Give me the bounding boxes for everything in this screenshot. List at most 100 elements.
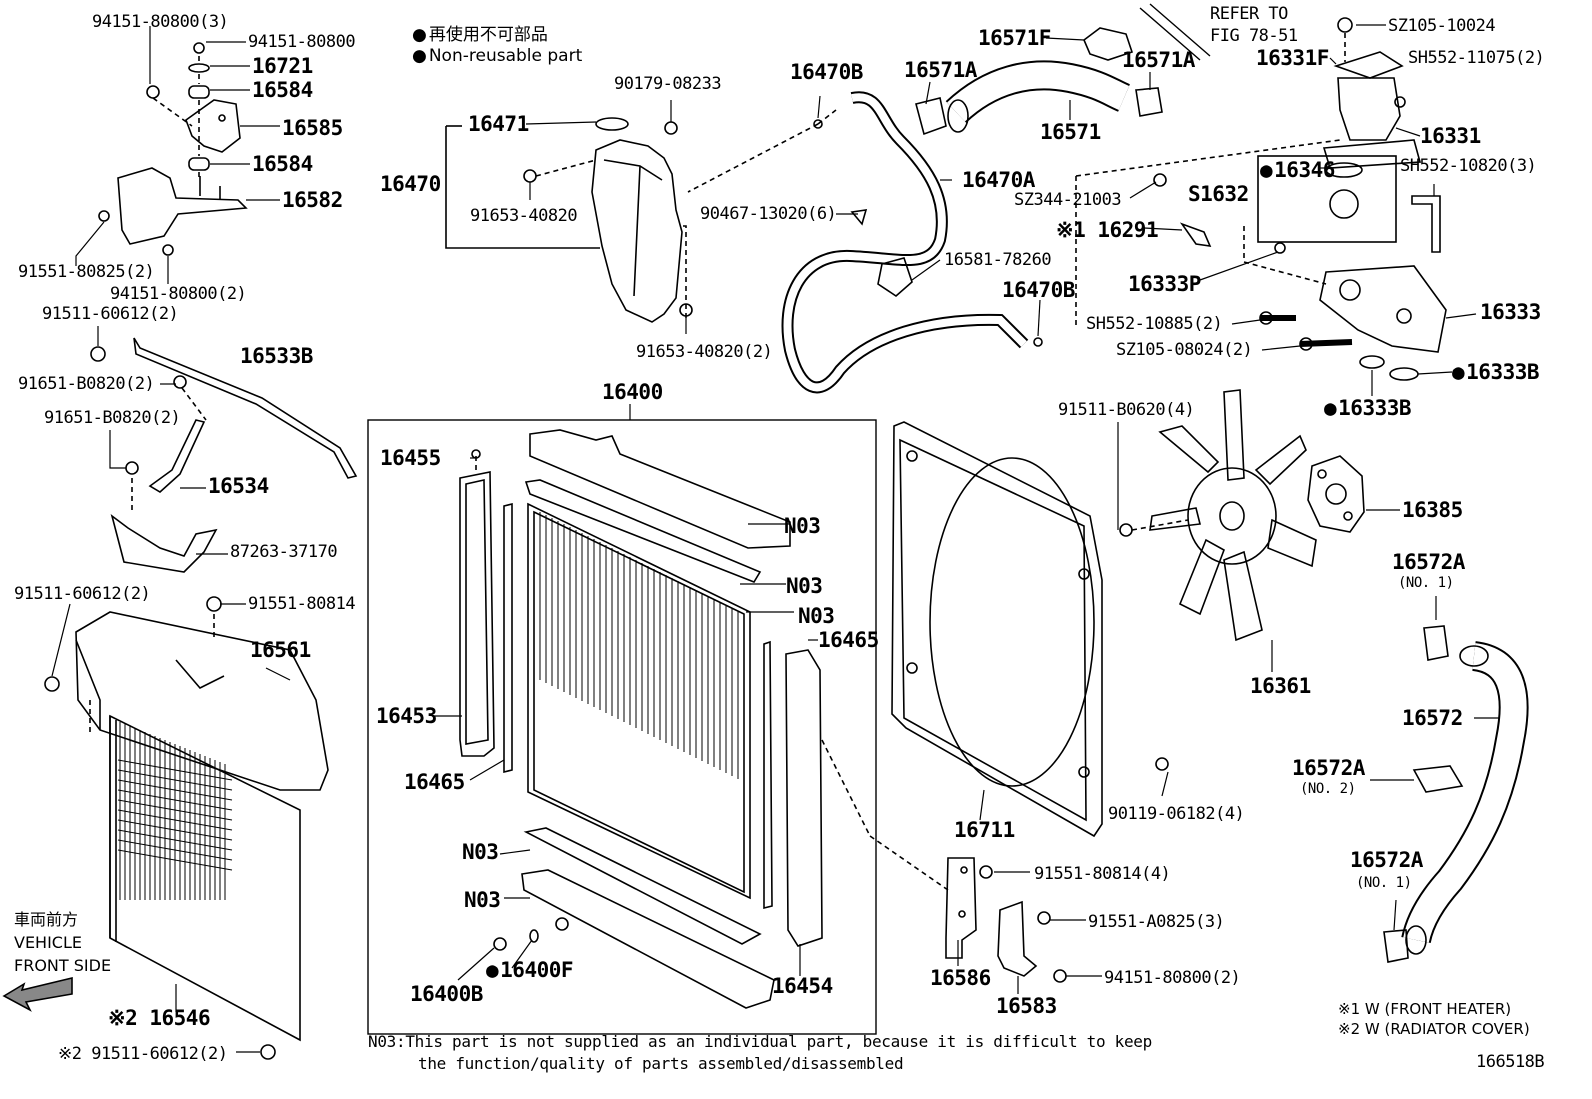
part-label: 91651-B0820(2) [18, 374, 155, 394]
screen-mesh-line [117, 849, 233, 871]
part-label-nonreusable: 16333B [1452, 362, 1539, 383]
part-label: 91551-80825(2) [18, 262, 155, 282]
screen-mesh-line [117, 839, 233, 861]
part-label: 91511-60612(2) [42, 304, 179, 324]
part-label: SZ105-10024 [1388, 16, 1496, 36]
part-label-nonreusable: 16333B [1324, 398, 1411, 419]
upper-mount-bracket-16585 [98, 42, 248, 256]
part-label: SZ344-21003 [1014, 190, 1122, 210]
legend-jp: 再使用不可部品 [412, 20, 548, 45]
part-label: 16465 [818, 628, 879, 652]
part-label: (NO. 2) [1300, 781, 1356, 797]
part-label: 16533B [240, 344, 313, 368]
part-label: 94151-80800 [248, 32, 356, 52]
part-label: SZ105-08024(2) [1116, 340, 1253, 360]
part-label: 16584 [252, 152, 313, 176]
water-outlet-housing-16331 [1075, 17, 1447, 381]
radiator-inlet-hose-16571 [915, 3, 1211, 136]
part-label: 16561 [250, 638, 311, 662]
leader-lines [51, 24, 1500, 1053]
part-label: 16400B [410, 982, 483, 1006]
part-label: 90119-06182(4) [1108, 804, 1245, 824]
screen-mesh-line [117, 789, 233, 811]
radiator-assembly-frame-16400 [367, 419, 877, 1035]
part-label-nonreusable: 16346 [1260, 160, 1335, 181]
part-label: 16331 [1420, 124, 1481, 148]
footnote-mark2: ※2 W (RADIATOR COVER) [1338, 1020, 1530, 1038]
part-label: 16361 [1250, 674, 1311, 698]
part-label: 16586 [930, 966, 991, 990]
part-label: 16333 [1480, 300, 1541, 324]
part-label: N03 [786, 574, 823, 598]
screen-mesh-line [117, 769, 233, 791]
part-label: 16584 [252, 78, 313, 102]
front-jp: 車両前方 [14, 910, 79, 929]
radiator-support-stay-16533B [90, 337, 358, 573]
vehicle-front-side: 車両前方 VEHICLE FRONT SIDE [14, 908, 111, 978]
part-label: 16585 [282, 116, 343, 140]
part-label: ※2 16546 [108, 1006, 211, 1030]
part-label: ※1 16291 [1056, 218, 1159, 242]
part-label: 94151-80800(3) [92, 12, 229, 32]
part-label-nonreusable: 16400F [486, 960, 573, 981]
part-label: 91653-40820(2) [636, 342, 773, 362]
n03-note-line2: the function/quality of parts assembled/… [418, 1054, 904, 1073]
screen-mesh-line [117, 819, 233, 841]
screen-mesh-line [117, 759, 233, 781]
screen-mesh-line [117, 799, 233, 821]
part-label: 16470A [962, 168, 1035, 192]
part-label: S1632 [1188, 182, 1249, 206]
part-label: N03 [784, 514, 821, 538]
part-label: 16571A [1122, 48, 1195, 72]
part-label: SH552-10885(2) [1086, 314, 1223, 334]
part-label: 16465 [404, 770, 465, 794]
front-line2: FRONT SIDE [14, 956, 112, 976]
part-label: 91551-A0825(3) [1088, 912, 1225, 932]
part-label: 16572A [1350, 848, 1423, 872]
part-label: SH552-11075(2) [1408, 48, 1545, 68]
part-label: 94151-80800(2) [1104, 968, 1241, 988]
legend-en: Non-reusable part [412, 46, 582, 66]
part-label: 94151-80800(2) [110, 284, 247, 304]
footnote-mark1: ※1 W (FRONT HEATER) [1338, 1000, 1512, 1018]
part-label: 16571A [904, 58, 977, 82]
n03-note-line1: N03:This part is not supplied as an indi… [368, 1032, 1152, 1051]
part-label: (NO. 1) [1398, 575, 1454, 591]
part-label: 16721 [252, 54, 313, 78]
part-label: N03 [798, 604, 835, 628]
part-label: 90467-13020(6) [700, 204, 837, 224]
part-label: 91551-80814(4) [1034, 864, 1171, 884]
part-label: 16572 [1402, 706, 1463, 730]
radiator-screen-16546 [109, 714, 301, 1060]
part-label: 91511-B0620(4) [1058, 400, 1195, 420]
fan-pulley-plate-16385 [1307, 455, 1365, 533]
refer-line2: FIG 78-51 [1210, 26, 1298, 46]
part-label: 16583 [996, 994, 1057, 1018]
part-label: 91551-80814 [248, 594, 356, 614]
part-label: 90179-08233 [614, 74, 722, 94]
radiator-outlet-hose-16572 [1383, 625, 1529, 963]
part-label: SH552-10820(3) [1400, 156, 1537, 176]
part-label: 16453 [376, 704, 437, 728]
part-label: 91653-40820 [470, 206, 578, 226]
side-seals-16453-16454 [459, 471, 871, 947]
part-label: 87263-37170 [230, 542, 338, 562]
part-label: 16470B [1002, 278, 1075, 302]
part-label: 16534 [208, 474, 269, 498]
part-label: 16582 [282, 188, 343, 212]
screen-mesh-line [117, 809, 233, 831]
radiator-upper-cover-16561 [44, 596, 329, 791]
part-label: 16571F [978, 26, 1051, 50]
shroud-brackets-16586-16583 [869, 835, 1067, 983]
part-label: 16331F [1256, 46, 1329, 70]
part-label: 16454 [772, 974, 833, 998]
overflow-hose-16470A [687, 91, 1043, 394]
cooling-fan-16361 [1119, 389, 1317, 642]
part-label: (NO. 1) [1356, 875, 1412, 891]
part-label: 16572A [1292, 756, 1365, 780]
part-label: 16455 [380, 446, 441, 470]
part-label: ※2 91511-60612(2) [58, 1044, 228, 1064]
screen-mesh-line [117, 779, 233, 801]
part-label: 16333P [1128, 272, 1201, 296]
